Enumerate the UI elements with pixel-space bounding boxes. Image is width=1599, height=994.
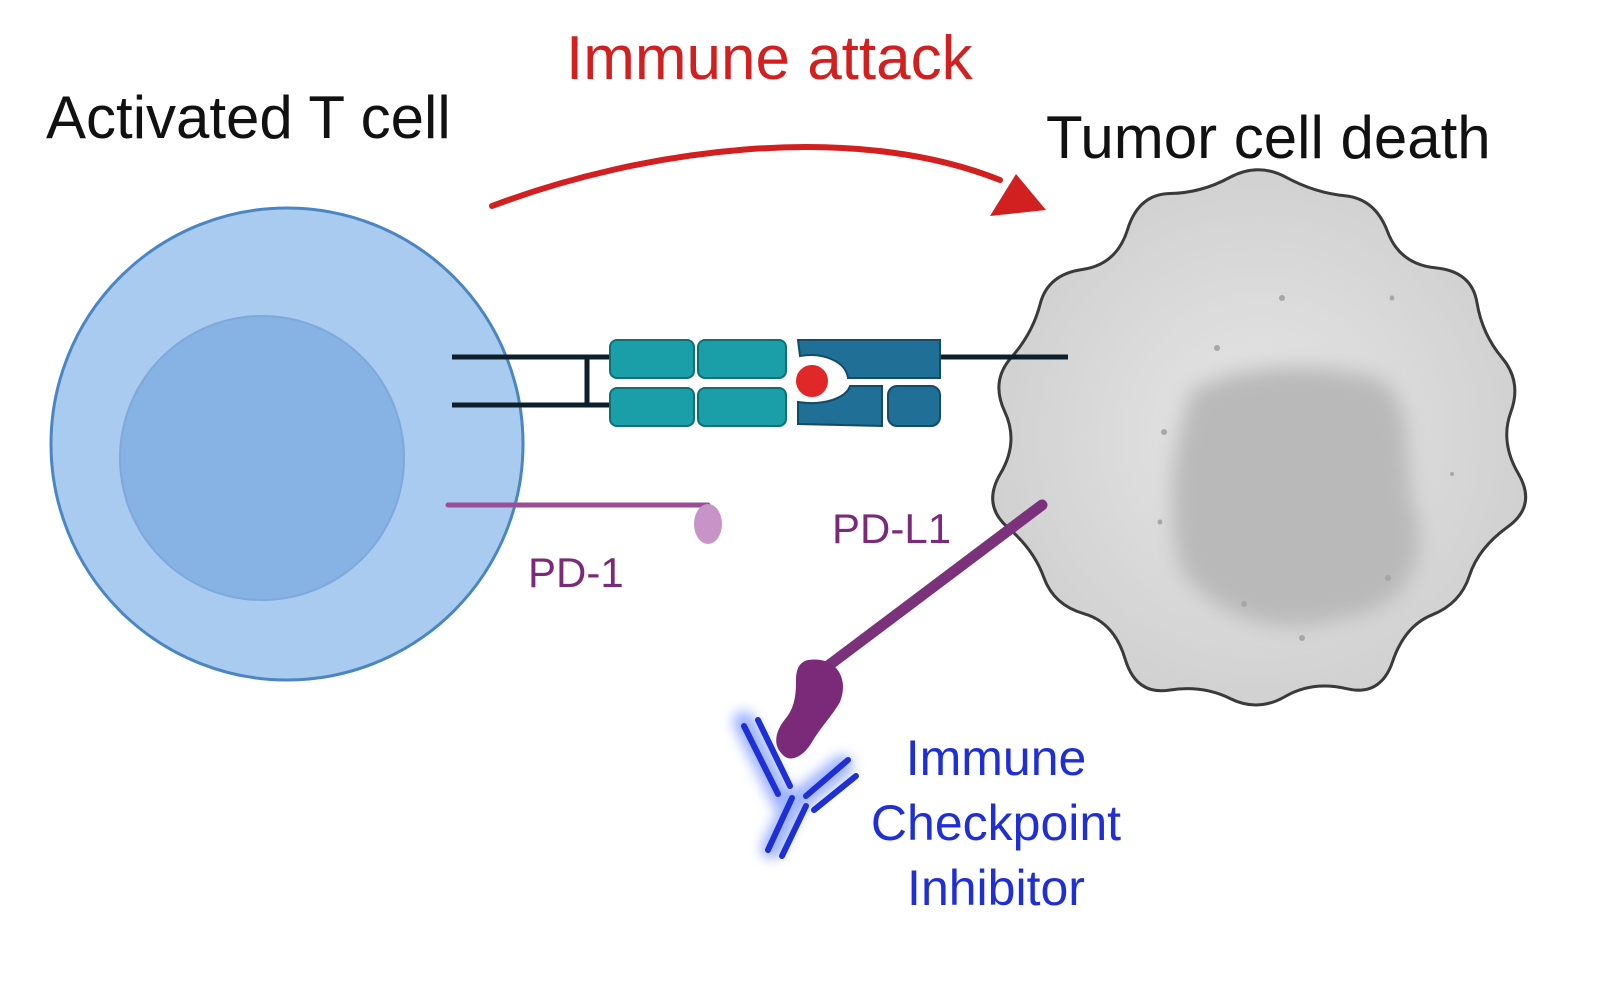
antigen-dot [792, 361, 832, 401]
pdl1-ligand [776, 499, 1048, 759]
pd1-label: PD-1 [528, 549, 624, 596]
pd1-receptor [445, 502, 722, 544]
t-cell [49, 206, 525, 682]
tumor-nucleus [1172, 367, 1420, 627]
tumor-cell [991, 168, 1528, 707]
inhibitor-label-line: Inhibitor [907, 860, 1085, 916]
tumor-cell-label: Tumor cell death [1046, 104, 1491, 171]
tcr-blocks [609, 339, 787, 427]
tumor-granules [1157, 295, 1454, 641]
curved-arrow-icon [489, 144, 1046, 216]
tcr-complex [452, 354, 1068, 408]
pdl1-label: PD-L1 [832, 505, 952, 552]
inhibitor-label: Immune Checkpoint Inhibitor [838, 726, 1154, 921]
mhc-blocks [796, 339, 941, 428]
immune-attack-label: Immune attack [566, 24, 973, 93]
inhibitor-label-line: Checkpoint [870, 795, 1122, 851]
t-cell-label: Activated T cell [46, 84, 451, 151]
antibody-icon [733, 711, 859, 859]
inhibitor-label-line: Immune [905, 730, 1087, 786]
